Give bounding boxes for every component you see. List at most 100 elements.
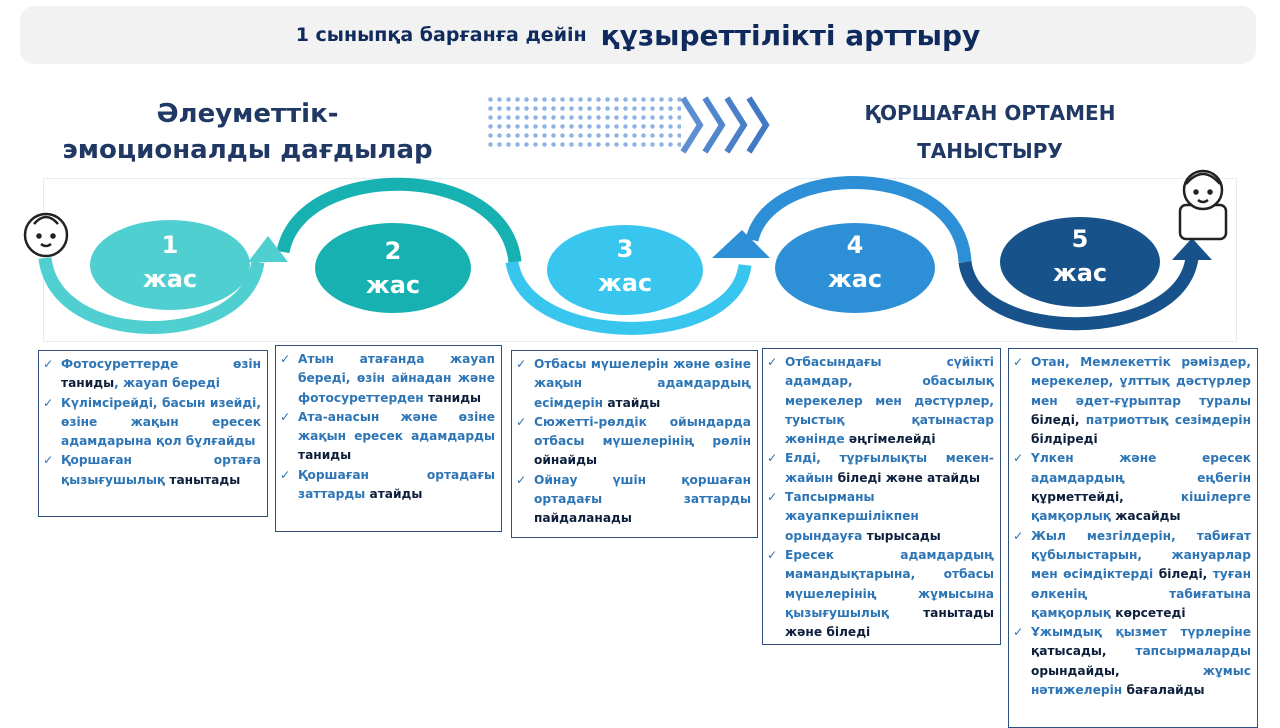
- checkmark-icon: ✓: [767, 451, 778, 466]
- skill-verb: білдіреді: [1031, 432, 1098, 447]
- title-part-1: 1 сыныпқа барғанға дейін: [295, 24, 587, 46]
- skill-item: ✓Тапсырманы жауапкершілікпен орындауға т…: [767, 488, 994, 546]
- arc-2: [276, 177, 522, 263]
- chevron-arrows-icon: [680, 96, 770, 154]
- age-4-label: 4 жас: [805, 228, 905, 296]
- skill-text: Жыл мезгілдерін, табиғат құбылыстарын, ж…: [1031, 528, 1251, 582]
- left-heading: Әлеуметтік-эмоционалды дағдылар: [62, 99, 433, 165]
- age-number: 2: [384, 237, 402, 265]
- arrowhead-5: [1172, 238, 1212, 260]
- child-icon: [1178, 169, 1228, 241]
- age-unit: жас: [827, 265, 883, 293]
- skill-item: ✓Елді, тұрғылықты мекен-жайын біледі жән…: [767, 449, 994, 488]
- right-heading: ҚОРШАҒАН ОРТАМЕН ТАНЫСТЫРУ: [864, 101, 1116, 163]
- age-unit: жас: [142, 265, 198, 293]
- checkmark-icon: ✓: [43, 357, 54, 371]
- title-part-2: құзыреттілікті арттыру: [600, 18, 981, 52]
- arc-1: [38, 256, 265, 334]
- skill-verb: танытады және біледі: [785, 605, 994, 640]
- age-progression-diagram: [23, 169, 1228, 335]
- skill-item: ✓ Отбасы мүшелерін және өзіне жақын адамд…: [516, 355, 751, 413]
- skill-verb: танытады: [169, 472, 241, 487]
- age-number: 3: [616, 235, 634, 263]
- skill-text: Ата-анасын және өзіне жақын ересек адамд…: [298, 409, 495, 444]
- checkmark-icon: ✓: [516, 472, 527, 487]
- age-unit: жас: [1052, 259, 1108, 287]
- skill-verb: орындайды,: [1031, 663, 1120, 678]
- age-4-skills-box: ✓Отбасындағы сүйікті адамдар, обасылық м…: [762, 348, 1001, 645]
- skill-item: ✓ Ересек адамдардың мамандықтарына, отбас…: [767, 546, 994, 642]
- skill-text: Отбасы мүшелерін және өзіне жақын адамда…: [534, 357, 751, 410]
- checkmark-icon: ✓: [280, 352, 291, 366]
- skill-item: ✓ Фотосуреттерде өзін таниды, жауап беред…: [43, 355, 261, 394]
- skill-verb: таниды: [427, 390, 482, 405]
- checkmark-icon: ✓: [1013, 528, 1024, 543]
- skill-verb: жасайды: [1115, 509, 1181, 524]
- age-2-label: 2 жас: [343, 234, 443, 302]
- checkmark-icon: ✓: [516, 357, 527, 371]
- skill-item: ✓Ұжымдық қызмет түрлеріне қатысады, тапс…: [1013, 623, 1251, 700]
- checkmark-icon: ✓: [43, 453, 54, 468]
- checkmark-icon: ✓: [767, 490, 778, 505]
- skill-text: Ересек адамдардың мамандықтарына, отбасы…: [785, 547, 994, 620]
- age-2-ellipse: [315, 223, 471, 313]
- skill-text: , жауап береді: [114, 376, 220, 391]
- skill-verb: таниды: [298, 448, 352, 463]
- age-5-skills-box: ✓ Отан, Мемлекеттік рәміздер, мерекелер, …: [1008, 348, 1258, 728]
- skill-text: патриоттық сезімдерін: [1079, 412, 1251, 427]
- skill-text: Атын атағанда жауап береді, өзін айнадан…: [298, 352, 495, 405]
- skill-item: ✓Ойнау үшін қоршаған ортадағы заттарды п…: [516, 471, 751, 529]
- checkmark-icon: ✓: [1013, 355, 1024, 369]
- skill-verb: әңгімелейді: [848, 432, 936, 447]
- skill-item: ✓ Сюжетті-рөлдік ойындарда отбасы мүшелер…: [516, 413, 751, 471]
- skill-text: Үлкен және ересек адамдардың еңбегін: [1031, 451, 1251, 485]
- age-number: 1: [161, 231, 179, 259]
- skill-verb: бағалайды: [1126, 683, 1205, 698]
- skill-verb: ойнайды: [534, 453, 597, 468]
- skill-text: тапсырмаларды: [1106, 644, 1251, 659]
- skill-verb: пайдаланады: [534, 511, 632, 526]
- skill-item: ✓Үлкен және ересек адамдардың еңбегін құ…: [1013, 449, 1251, 526]
- arc-4: [745, 176, 972, 263]
- age-unit: жас: [597, 269, 653, 297]
- skill-item: ✓ Ата-анасын және өзіне жақын ересек адам…: [280, 408, 495, 466]
- checkmark-icon: ✓: [767, 547, 778, 562]
- skill-text: Отан, Мемлекеттік рәміздер, мерекелер, ұ…: [1031, 355, 1251, 408]
- skill-item: ✓Қоршаған ортадағы заттарды атайды: [280, 466, 495, 505]
- skill-verb: біледі,: [1031, 412, 1080, 427]
- arrowhead-3: [712, 230, 770, 258]
- age-unit: жас: [365, 271, 421, 299]
- skill-text: Қоршаған ортаға қызығушылық: [61, 453, 261, 487]
- skill-verb: көрсетеді: [1115, 605, 1186, 620]
- skill-text: Қоршаған ортадағы заттарды: [298, 467, 495, 502]
- skill-text: Фотосуреттерде өзін: [61, 357, 261, 371]
- age-4-ellipse: [775, 223, 935, 313]
- skill-item: ✓Отбасындағы сүйікті адамдар, обасылық м…: [767, 353, 994, 449]
- skill-verb: таниды: [61, 376, 115, 391]
- age-2-skills-box: ✓ Атын атағанда жауап береді, өзін айнада…: [275, 345, 502, 532]
- age-5-ellipse: [1000, 217, 1160, 307]
- title-bar: 1 сыныпқа барғанға дейін құзыреттілікті …: [20, 6, 1256, 64]
- checkmark-icon: ✓: [516, 414, 527, 429]
- skill-text: жұмыс нәтижелерін: [1031, 663, 1251, 698]
- skill-item: ✓ Атын атағанда жауап береді, өзін айнада…: [280, 350, 495, 408]
- checkmark-icon: ✓: [767, 355, 778, 369]
- age-3-ellipse: [547, 225, 703, 315]
- skill-item: ✓ Отан, Мемлекеттік рәміздер, мерекелер, …: [1013, 353, 1251, 449]
- arc-5: [958, 256, 1199, 331]
- skill-verb: тырысады: [866, 528, 941, 543]
- checkmark-icon: ✓: [280, 409, 291, 424]
- skill-item: ✓Күлімсірейді, басын изейді, өзіне жақын…: [43, 394, 261, 452]
- checkmark-icon: ✓: [43, 395, 54, 410]
- skill-item: ✓ Қоршаған ортаға қызығушылық танытады: [43, 451, 261, 490]
- age-1-label: 1 жас: [120, 228, 220, 296]
- skill-verb: құрметтейді,: [1031, 490, 1124, 505]
- age-number: 4: [846, 231, 864, 259]
- skill-verb: қатысады,: [1031, 644, 1107, 659]
- age-number: 5: [1071, 225, 1089, 253]
- arc-3: [505, 260, 752, 335]
- age-5-label: 5 жас: [1030, 222, 1130, 290]
- skill-text: Сюжетті-рөлдік ойындарда отбасы мүшелері…: [534, 414, 751, 449]
- age-1-ellipse: [90, 220, 250, 310]
- skill-text: кішілерге қамқорлық: [1031, 490, 1251, 524]
